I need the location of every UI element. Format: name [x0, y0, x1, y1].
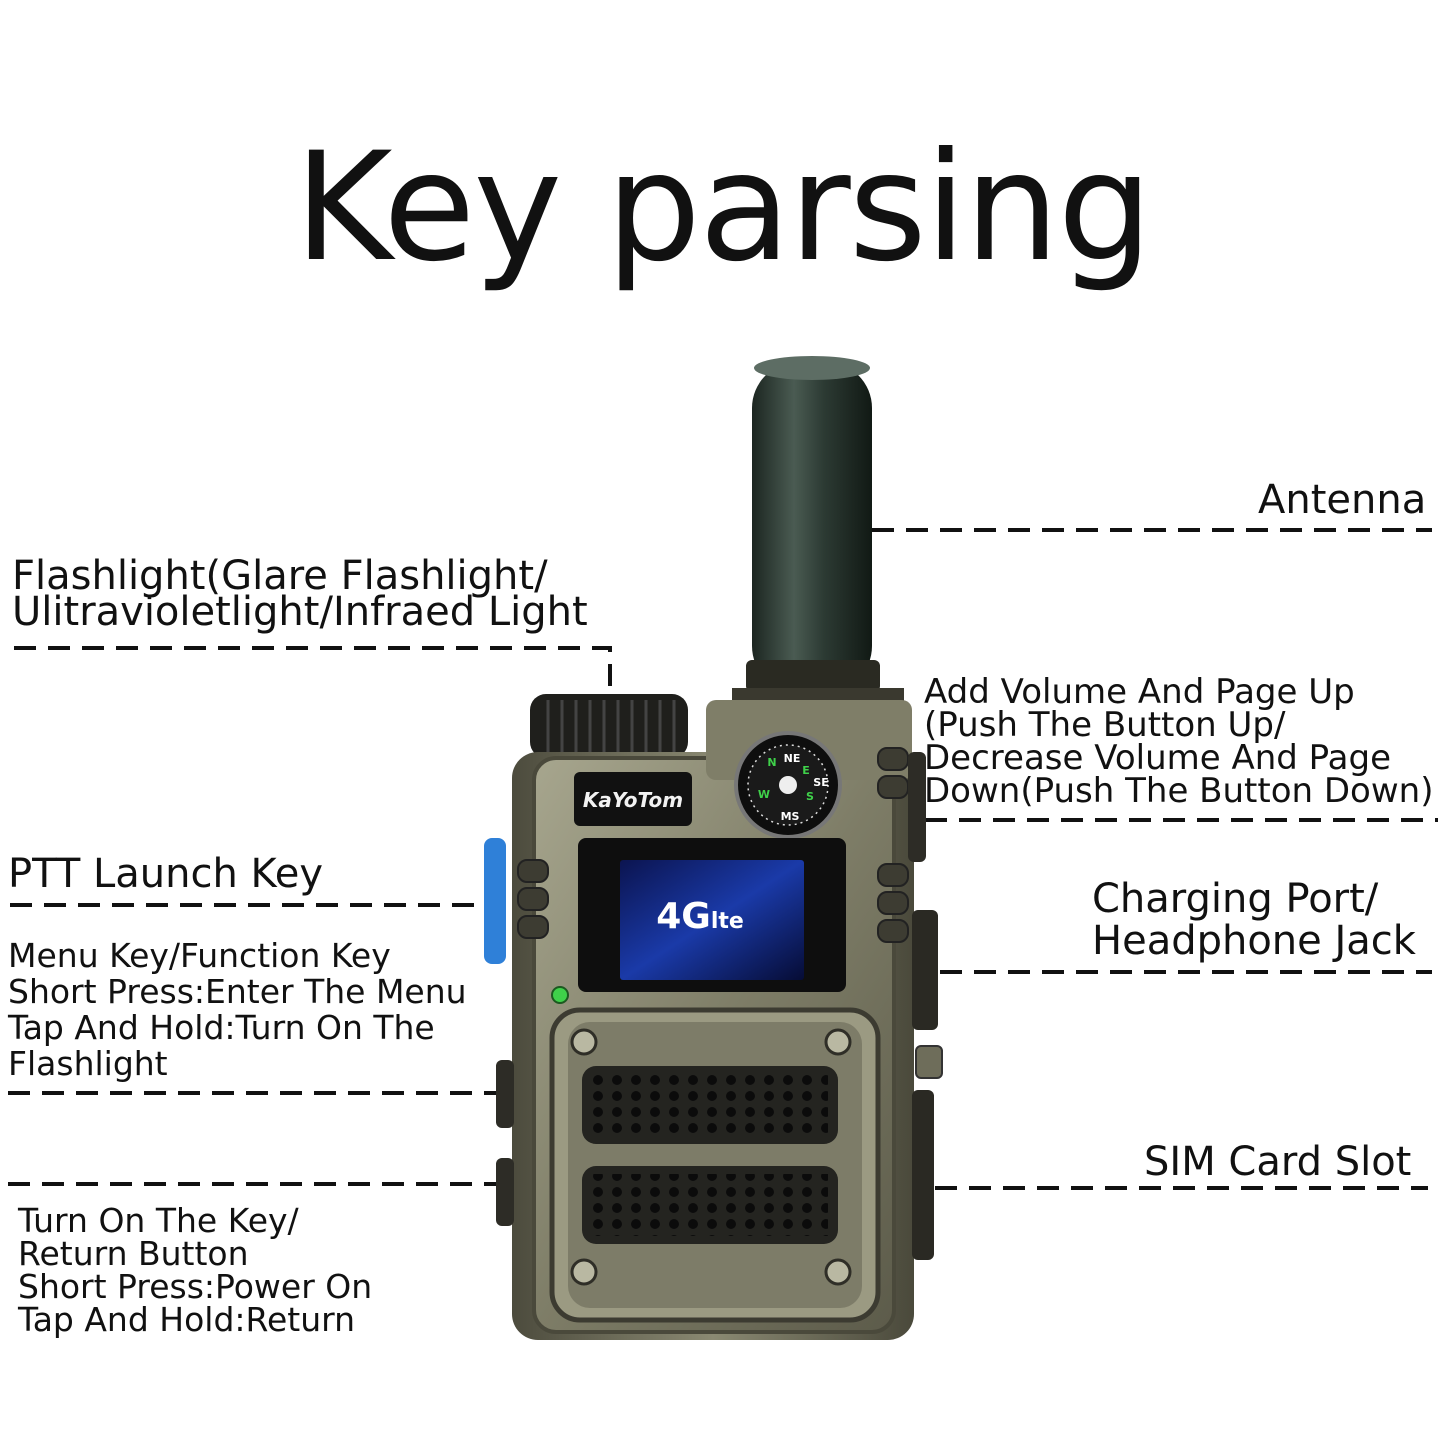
volume-label: Add Volume And Page Up (Push The Button … — [924, 672, 1434, 811]
status-led — [551, 986, 569, 1004]
page-title: Key parsing — [294, 121, 1153, 295]
compass-w: W — [758, 788, 770, 801]
flashlight-knob — [530, 694, 688, 758]
compass-ne: NE — [784, 752, 801, 765]
charging-label: Charging Port/ Headphone Jack — [1092, 876, 1416, 964]
menu-key — [496, 1060, 514, 1128]
volume-rocker — [908, 752, 926, 862]
compass-n: N — [767, 756, 776, 769]
walkie-talkie-illustration: KaYoTom NE N E SE S MS W 4Glte — [484, 356, 943, 1340]
flashlight-leader — [14, 646, 612, 695]
power-key — [496, 1158, 514, 1226]
power-label: Turn On The Key/ Return Button Short Pre… — [18, 1201, 373, 1339]
compass-se: SE — [813, 776, 828, 789]
compass-ms: MS — [781, 810, 800, 823]
antenna-label: Antenna — [1258, 477, 1427, 523]
sim-label: SIM Card Slot — [1144, 1139, 1412, 1185]
ptt-key — [484, 838, 506, 964]
screen — [620, 860, 804, 980]
brand-logo: KaYoTom — [583, 788, 683, 812]
screw-br — [824, 1258, 852, 1286]
compass-e: E — [802, 764, 810, 777]
flashlight-label: Flashlight(Glare Flashlight/ Ulitraviole… — [12, 553, 588, 635]
sim-slot-cover — [912, 1090, 934, 1260]
screw-tr — [824, 1028, 852, 1056]
screw-tl — [570, 1028, 598, 1056]
compass-s: S — [806, 790, 814, 803]
brand-plate — [574, 772, 692, 826]
ptt-label: PTT Launch Key — [8, 851, 324, 897]
screw-bl — [570, 1258, 598, 1286]
menu-label: Menu Key/Function Key Short Press:Enter … — [8, 936, 467, 1083]
charging-port-cover — [912, 910, 938, 1030]
antenna — [752, 362, 872, 692]
screen-logo: 4Glte — [656, 896, 744, 937]
